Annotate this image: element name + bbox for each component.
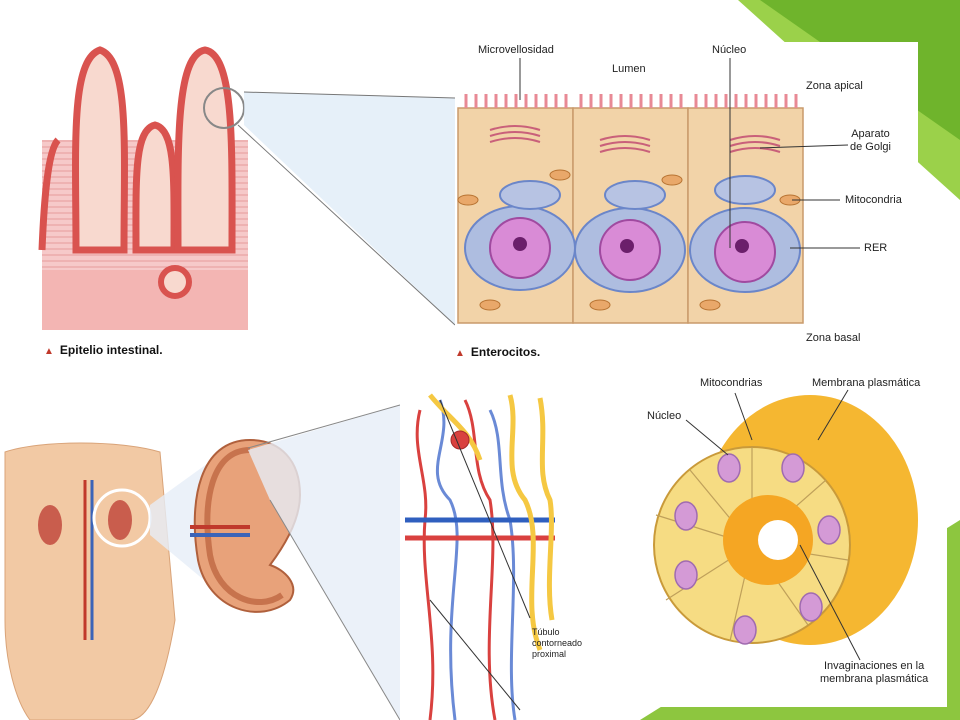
label-proximal-tubule: Túbulo contorneado proximal xyxy=(532,627,582,660)
villus-2 xyxy=(132,121,178,254)
zoom-line-top xyxy=(243,91,456,99)
villus-1 xyxy=(72,46,128,254)
golgi-apparatus xyxy=(489,125,781,153)
label-plasma-membrane: Membrana plasmática xyxy=(812,377,921,389)
zoom-line-bottom xyxy=(237,124,456,326)
label-nucleus-tubule: Núcleo xyxy=(647,410,682,422)
label-invaginations: Invaginaciones en la membrana plasmática xyxy=(820,660,928,686)
label-invag-line1: Invaginaciones en la xyxy=(823,660,925,672)
label-apical-zone: Zona apical xyxy=(806,80,863,92)
label-golgi-line1: Aparato xyxy=(851,128,890,140)
label-golgi: Aparato de Golgi xyxy=(850,128,891,154)
proximal-tubule xyxy=(428,393,555,651)
label-mitochondria: Mitocondria xyxy=(845,194,902,206)
label-nucleus-enterocyte: Núcleo xyxy=(712,44,747,56)
tubule-nuclei xyxy=(674,453,841,645)
nephron-zoom-line-top xyxy=(247,404,401,449)
label-invag-line2: membrana plasmática xyxy=(820,673,929,685)
label-microvilli: Microvellosidad xyxy=(478,44,554,56)
kidney-cortex xyxy=(204,447,284,606)
label-golgi-line2: de Golgi xyxy=(850,141,891,153)
microvilli xyxy=(464,94,798,108)
label-rer: RER xyxy=(864,242,888,254)
nephron-vessels xyxy=(405,399,555,720)
label-tubule-line2: contorneado xyxy=(532,638,583,648)
label-tubule-line3: proximal xyxy=(532,649,567,659)
basal-layer xyxy=(42,270,248,330)
label-mitochondrias: Mitocondrias xyxy=(700,377,763,389)
nephron-zoom-line-bottom xyxy=(269,499,401,720)
enterocytes-caption: ▲Enterocitos. xyxy=(455,345,541,359)
tubule-leader-lines xyxy=(685,389,861,661)
right-kidney-small xyxy=(108,500,132,540)
zoom-cone xyxy=(244,92,455,325)
crypt-gland xyxy=(158,265,192,299)
villus-left xyxy=(38,137,61,251)
intestinal-caption: ▲Epitelio intestinal. xyxy=(44,343,163,357)
tubule-leader-line-2 xyxy=(429,599,521,711)
villus-3 xyxy=(174,46,236,254)
nephron-zoom-cone xyxy=(248,405,400,720)
mitochondria xyxy=(457,169,801,311)
label-tubule-line1: Túbulo xyxy=(532,627,560,637)
tubule-lumen xyxy=(758,520,798,560)
label-lumen: Lumen xyxy=(612,63,646,75)
left-kidney-small xyxy=(38,505,62,545)
enterocyte-leader-lines xyxy=(519,58,860,249)
label-basal-zone: Zona basal xyxy=(806,332,861,344)
tubule-leader-line xyxy=(439,399,531,619)
caption-triangle-icon: ▲ xyxy=(455,348,465,359)
caption-triangle-icon: ▲ xyxy=(44,346,54,357)
